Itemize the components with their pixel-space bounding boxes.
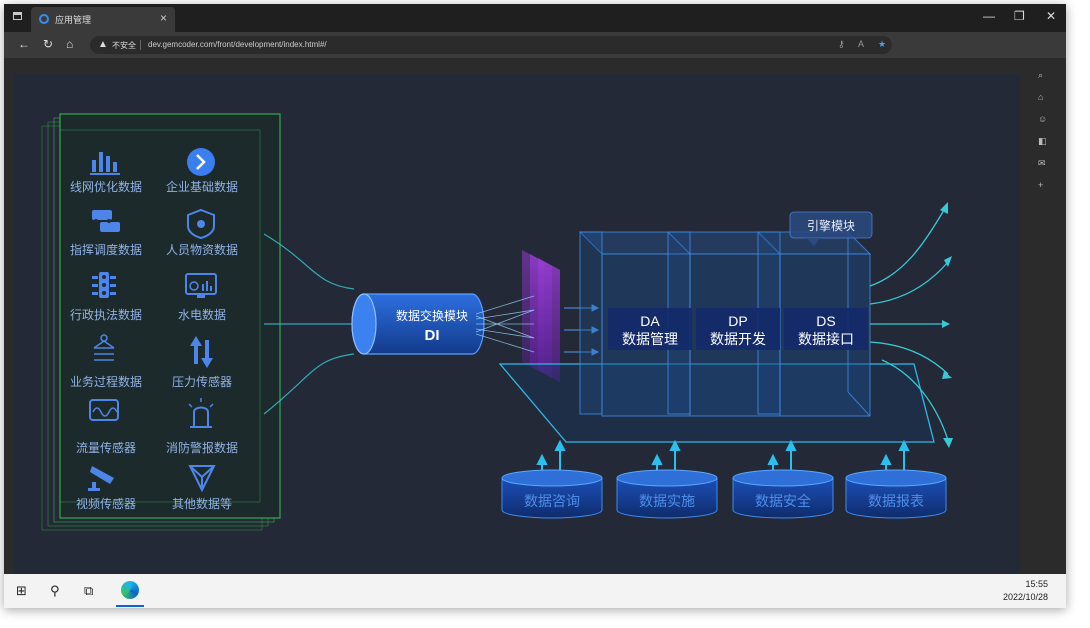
inflow-curves (263, 233, 355, 415)
module-name: 数据管理 (622, 331, 678, 347)
engine-label-bubble (789, 211, 873, 246)
source-label: 行政执法数据 (70, 307, 142, 322)
task-view-icon[interactable]: ⧉ (84, 583, 94, 598)
edge-sidebar: ⌕ ⌂ ☺ ◧ ✉ + (1020, 58, 1066, 574)
network-icon (93, 334, 115, 361)
engine-platform (498, 363, 935, 443)
updown-arrows-icon (190, 336, 213, 368)
module-dp-box[interactable] (696, 308, 780, 350)
url-divider (140, 40, 141, 50)
refresh-icon[interactable]: ↻ (43, 37, 54, 51)
outflow-curves (869, 209, 949, 441)
tab-app-management[interactable]: 应用管理 × (31, 7, 175, 32)
filter-arrows (564, 304, 600, 356)
camera-icon (88, 466, 114, 491)
architecture-diagram: 线网优化数据 企业基础数据 指挥调度数据 人员物资数据 行政执法数据 水电数据 … (14, 74, 1020, 574)
browser-window: 应用管理 × — ❐ ✕ ← ↻ ⌂ ▲ 不安全 dev.gemcoder.co… (4, 4, 1066, 608)
tab-actions-icon[interactable] (13, 12, 22, 20)
clock-time: 15:55 (1025, 579, 1048, 589)
close-tab-icon[interactable]: × (159, 11, 167, 25)
output-label: 数据实施 (639, 493, 695, 509)
monitor-chart-icon (185, 273, 217, 298)
windows-start-icon[interactable]: ⊞ (16, 583, 27, 598)
module-da-box[interactable] (608, 308, 692, 350)
restore-icon[interactable]: ❐ (1014, 9, 1025, 23)
taskbar: ⊞ ⚲ ⧉ 15:55 2022/10/28 (4, 574, 1066, 608)
outflow-arrowheads (940, 202, 953, 448)
system-clock[interactable]: 15:55 2022/10/28 (1003, 578, 1048, 604)
module-name: 数据接口 (798, 331, 854, 347)
edge-browser-icon[interactable] (121, 581, 139, 599)
module-ds-box[interactable] (784, 308, 868, 350)
favorite-star-icon[interactable]: ★ (878, 39, 887, 49)
active-app-indicator (116, 605, 144, 607)
fan-lines (475, 295, 535, 353)
source-label: 视频传感器 (76, 496, 136, 511)
output-label: 数据咨询 (524, 493, 580, 509)
source-label: 线网优化数据 (70, 179, 142, 194)
source-label: 企业基础数据 (166, 179, 238, 194)
source-label: 流量传感器 (76, 440, 136, 455)
engine-label: 引擎模块 (807, 218, 855, 233)
output-label: 数据安全 (755, 493, 811, 509)
read-aloud-icon[interactable]: A (858, 39, 865, 49)
warning-icon: ▲ (98, 39, 108, 50)
source-label: 压力传感器 (172, 374, 232, 389)
key-icon[interactable]: ⚷ (838, 39, 845, 49)
cars-icon (92, 210, 120, 232)
source-label: 其他数据等 (172, 496, 232, 511)
output-up-arrows (536, 439, 910, 476)
url-text[interactable]: dev.gemcoder.com/front/development/index… (148, 40, 327, 49)
favicon-icon (39, 14, 49, 24)
source-panel-frames (41, 113, 281, 531)
tab-title: 应用管理 (55, 15, 92, 25)
office-icon[interactable]: ◧ (1038, 136, 1047, 146)
source-label: 人员物资数据 (166, 242, 238, 257)
shopping-icon[interactable]: ⌂ (1038, 92, 1044, 102)
source-label: 水电数据 (178, 307, 226, 322)
home-icon[interactable]: ⌂ (66, 37, 74, 51)
security-label[interactable]: 不安全 (112, 41, 136, 50)
filter-panels (522, 250, 560, 382)
url-field[interactable]: ▲ 不安全 dev.gemcoder.com/front/development… (90, 36, 892, 54)
traffic-light-icon (92, 272, 116, 298)
module-code: DS (816, 313, 835, 329)
bar-chart-icon (90, 152, 120, 175)
output-cylinders (501, 469, 947, 519)
exchange-title: 数据交换模块 (396, 308, 468, 323)
search-taskbar-icon[interactable]: ⚲ (50, 583, 60, 598)
wave-icon (89, 399, 119, 421)
exchange-module (351, 293, 485, 355)
people-icon[interactable]: ☺ (1038, 114, 1048, 124)
exchange-code: DI (425, 327, 440, 344)
address-bar: ← ↻ ⌂ ▲ 不安全 dev.gemcoder.com/front/devel… (4, 32, 1066, 58)
source-label: 指挥调度数据 (70, 242, 142, 257)
close-window-icon[interactable]: ✕ (1046, 9, 1057, 23)
triangle-nodes-icon (188, 465, 216, 493)
add-icon[interactable]: + (1038, 180, 1044, 190)
shield-eye-icon (187, 208, 215, 240)
module-name: 数据开发 (710, 331, 766, 347)
source-label: 消防警报数据 (166, 440, 238, 455)
search-icon[interactable]: ⌕ (1038, 70, 1044, 80)
tab-bar: 应用管理 × — ❐ ✕ (4, 4, 1066, 32)
back-icon[interactable]: ← (18, 37, 30, 51)
outlook-icon[interactable]: ✉ (1038, 158, 1046, 168)
clock-date: 2022/10/28 (1002, 592, 1048, 602)
alarm-light-icon (188, 398, 214, 428)
module-code: DP (728, 313, 747, 329)
source-label: 业务过程数据 (70, 374, 142, 389)
minimize-icon[interactable]: — (983, 9, 995, 23)
chevron-circle-icon (187, 148, 215, 176)
output-label: 数据报表 (868, 493, 924, 509)
module-code: DA (640, 313, 660, 329)
